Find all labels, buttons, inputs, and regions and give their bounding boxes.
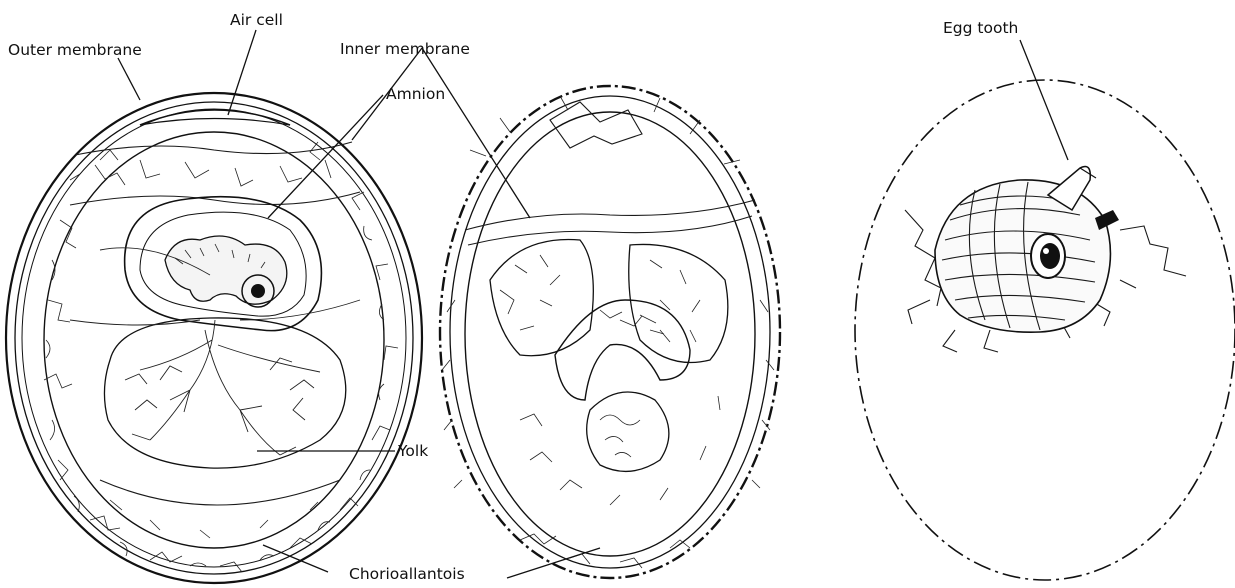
label-inner-membrane: Inner membrane bbox=[340, 40, 470, 58]
label-chorioallantois: Chorioallantois bbox=[349, 565, 465, 583]
chick-head bbox=[935, 167, 1119, 333]
label-air-cell: Air cell bbox=[230, 11, 283, 29]
label-amnion: Amnion bbox=[386, 85, 445, 103]
egg-early-embryo bbox=[6, 93, 422, 583]
egg-hatching bbox=[855, 80, 1235, 580]
label-egg-tooth: Egg tooth bbox=[943, 19, 1018, 37]
embryo-1 bbox=[165, 236, 287, 304]
yolk-sac-1 bbox=[104, 318, 345, 468]
egg-late-embryo bbox=[440, 86, 780, 578]
folded-chick bbox=[490, 240, 728, 506]
label-outer-membrane: Outer membrane bbox=[8, 41, 142, 59]
label-yolk: Yolk bbox=[397, 442, 428, 460]
air-cell-1 bbox=[140, 110, 290, 125]
